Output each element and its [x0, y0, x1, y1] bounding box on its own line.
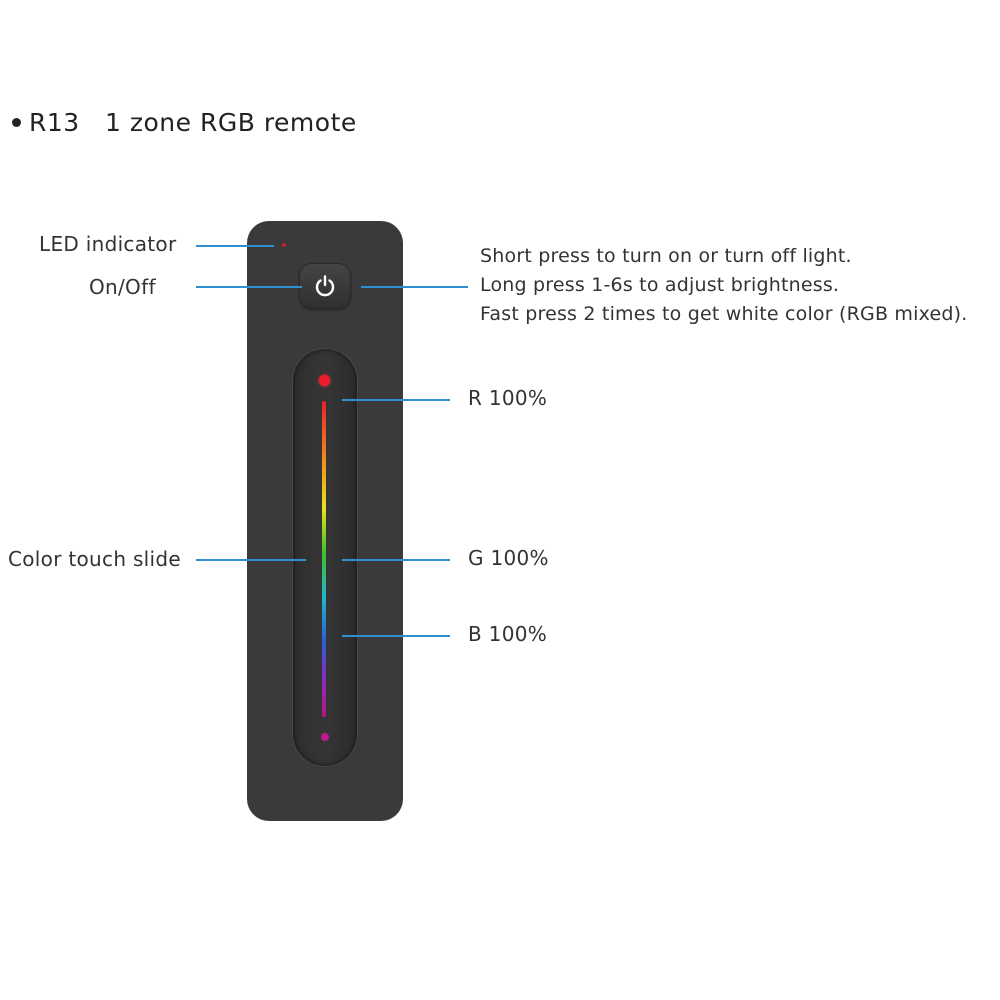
r-leader-line — [342, 399, 450, 401]
on-off-label: On/Off — [89, 275, 156, 299]
description-line: Short press to turn on or turn off light… — [480, 245, 852, 267]
red-end-dot — [319, 375, 330, 386]
led-indicator — [282, 243, 286, 247]
description-line: Fast press 2 times to get white color (R… — [480, 303, 968, 325]
power-desc-leader-line — [361, 286, 468, 288]
bullet-icon — [12, 117, 21, 127]
led-leader-line — [196, 245, 274, 247]
model-name: R13 — [29, 108, 80, 137]
power-button[interactable] — [299, 263, 351, 309]
description-line: Long press 1-6s to adjust brightness. — [480, 274, 840, 296]
g-label: G 100% — [468, 546, 549, 570]
color-touch-slide-label: Color touch slide — [8, 547, 181, 571]
product-name: 1 zone RGB remote — [105, 108, 357, 137]
rgb-color-strip — [322, 401, 326, 717]
page-title: R13 1 zone RGB remote — [12, 108, 357, 137]
g-leader-line — [342, 559, 450, 561]
r-label: R 100% — [468, 386, 548, 410]
magenta-end-dot — [321, 733, 329, 741]
on-off-leader-line — [196, 286, 302, 288]
slide-leader-line — [196, 559, 306, 561]
b-leader-line — [342, 635, 450, 637]
b-label: B 100% — [468, 622, 548, 646]
led-indicator-label: LED indicator — [39, 232, 177, 256]
power-button-description: Short press to turn on or turn off light… — [480, 242, 967, 329]
power-icon — [315, 275, 335, 297]
